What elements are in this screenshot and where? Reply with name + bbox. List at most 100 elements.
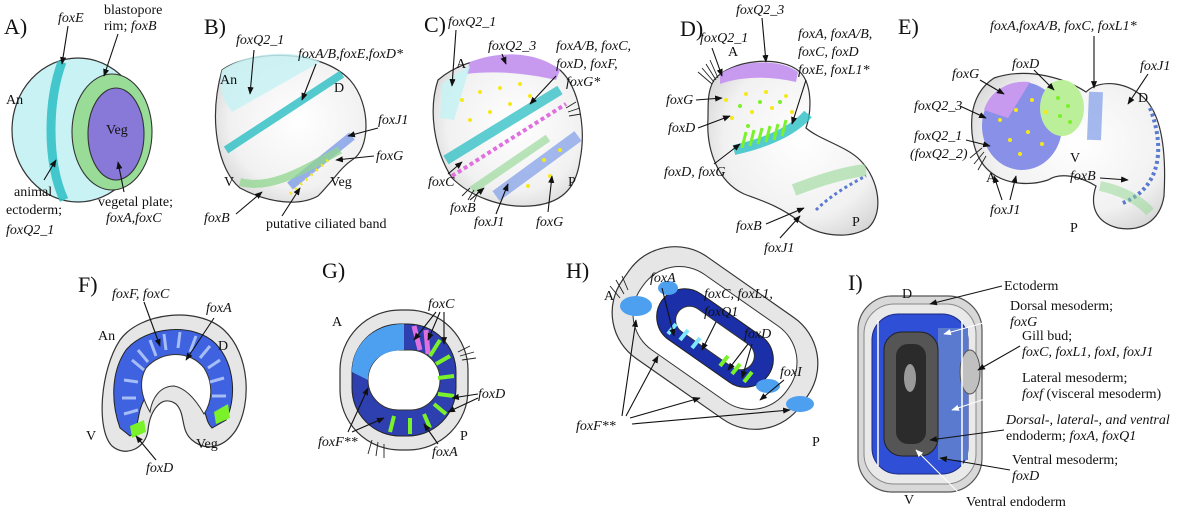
gut-highlight [904, 364, 916, 392]
blue-mid [1087, 91, 1103, 141]
ciliated-band [238, 146, 342, 188]
label-foxd: foxD [1012, 57, 1039, 72]
lateral-mesoderm [938, 328, 968, 460]
axis-a: A [728, 45, 739, 60]
axis-veg: Veg [196, 437, 218, 452]
animal-ectoderm-band [46, 60, 69, 202]
yellow-dots [998, 98, 1048, 156]
label-foxj1: foxJ1 [378, 113, 408, 128]
panel-letter-e: E) [898, 14, 919, 39]
label-foxb: foxB [204, 211, 230, 226]
panel-h: H) A P foxA foxC, foxL1, foxQ1 foxD foxI… [566, 246, 820, 450]
label-c-line1: foxA/B, foxC, [556, 39, 631, 54]
violet-cap [984, 81, 1030, 118]
label-foxb: foxB [736, 219, 762, 234]
label-endoderm-1: Dorsal-, lateral-, and ventral [1005, 413, 1170, 428]
foxq2-region [440, 66, 470, 120]
axis-p: P [852, 215, 860, 230]
label-foxq2-3: foxQ2_3 [914, 99, 962, 114]
label-foxd: foxD [744, 327, 771, 342]
axis-v: V [904, 493, 914, 508]
label-foxg: foxG [666, 93, 693, 108]
axis-d: D [902, 287, 912, 302]
yellow-dots [724, 90, 794, 120]
lime-stripes [740, 119, 788, 149]
blue-pocket-4 [786, 396, 814, 412]
axis-p: P [812, 435, 820, 450]
label-vegetal-plate-1: vegetal plate; [98, 195, 173, 210]
foxa-band [223, 70, 345, 154]
cyan-collar [732, 110, 812, 155]
label-foxi: foxI [780, 365, 803, 380]
axis-a: A [332, 315, 343, 330]
animal-cap [220, 53, 320, 112]
label-ectoderm: Ectoderm [1004, 279, 1059, 294]
axis-p: P [1070, 221, 1078, 236]
label-blastopore-2: rim; foxB [104, 19, 157, 34]
lime-patch-v [130, 420, 146, 438]
label-foxj1-bottom: foxJ1 [990, 203, 1020, 218]
label-foxf: foxF** [576, 419, 616, 434]
label-foxa: foxA [206, 301, 232, 316]
white-seams [877, 320, 963, 466]
label-foxq1: foxQ1 [704, 305, 738, 320]
panel-d: D) A P foxQ2_3 foxQ2_1 foxA, foxA/B, fox… [664, 3, 879, 256]
label-foxq2-1: foxQ2_1 [448, 15, 496, 30]
axis-veg: Veg [330, 175, 352, 190]
blue-anterior [352, 324, 404, 380]
label-lateral-mesoderm-1: Lateral mesoderm; [1022, 371, 1127, 386]
label-d-line1: foxA, foxA/B, [798, 27, 872, 42]
label-foxq2-3: foxQ2_3 [736, 3, 784, 18]
label-foxd: foxD [478, 387, 505, 402]
pink-band [450, 102, 568, 178]
axis-an: An [6, 93, 23, 108]
apical-organ [720, 62, 798, 84]
green-posterior [791, 164, 867, 196]
gill-bud [959, 349, 981, 395]
label-ventral-endoderm: Ventral endoderm [966, 495, 1066, 510]
panel-letter-h: H) [566, 258, 589, 283]
panel-letter-d: D) [680, 16, 703, 41]
panel-letter-f: F) [78, 272, 98, 297]
lime-stripes [718, 354, 754, 384]
label-foxa: foxA [432, 445, 458, 460]
label-animal-ectoderm-1: animal [14, 185, 52, 200]
panel-b: B) An D V Veg foxQ2_1 foxA/B,foxE,foxD* … [204, 14, 408, 232]
panel-letter-c: C) [424, 12, 446, 37]
label-animal-ectoderm-2: ectoderm; [6, 203, 62, 218]
green-tail [1098, 181, 1154, 216]
axis-an: An [220, 73, 237, 88]
axis-p: P [460, 429, 468, 444]
label-veg: Veg [106, 123, 128, 138]
label-gill-bud-1: Gill bud; [1022, 329, 1072, 344]
label-foxa: foxA [650, 271, 676, 286]
label-foxf-foxc: foxF, foxC [112, 287, 170, 302]
axis-an: An [98, 329, 115, 344]
gut-lumen [896, 344, 926, 444]
axis-d: D [218, 339, 228, 354]
axis-v: V [224, 175, 234, 190]
label-foxb: foxB [1070, 169, 1096, 184]
label-lateral-mesoderm-2: foxf (visceral mesoderm) [1022, 387, 1162, 402]
axis-a: A [456, 57, 467, 72]
label-foxe: foxE [58, 11, 84, 26]
panel-letter-b: B) [204, 14, 226, 39]
blue-band [492, 131, 582, 201]
label-foxd: foxD [668, 121, 695, 136]
label-gill-bud-2: foxC, foxL1, foxI, foxJ1 [1022, 345, 1153, 360]
axis-a: A [604, 289, 615, 304]
label-foxj1-top: foxJ1 [1140, 59, 1170, 74]
label-d-line2: foxC, foxD [798, 45, 859, 60]
larva-body [707, 60, 879, 236]
panel-g: G) A P foxC foxD foxF** foxA [318, 258, 505, 460]
axis-d: D [334, 81, 344, 96]
label-foxd-foxg: foxD, foxG [664, 165, 725, 180]
label-blastopore-1: blastopore [104, 3, 162, 18]
blue-tail [1119, 107, 1161, 206]
label-animal-ectoderm-3: foxQ2_1 [6, 223, 54, 238]
label-d-line3: foxE, foxL1* [798, 63, 870, 78]
blue-pocket-3 [756, 379, 780, 393]
label-foxq2-2: (foxQ2_2) [910, 147, 968, 162]
label-dorsal-mesoderm-1: Dorsal mesoderm; [1010, 299, 1113, 314]
